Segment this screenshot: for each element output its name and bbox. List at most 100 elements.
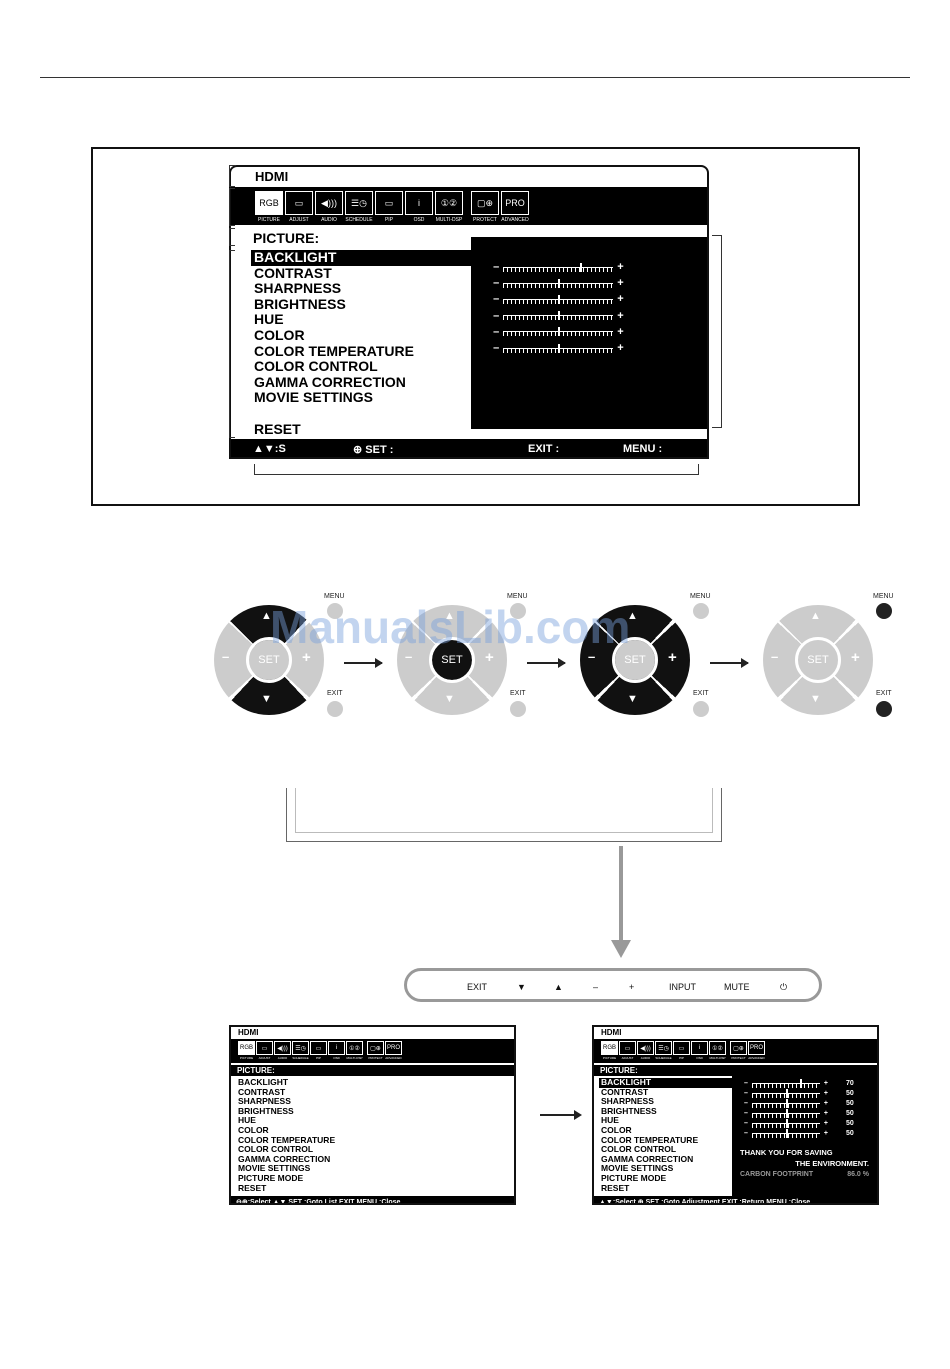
osd-item-brightness[interactable]: BRIGHTNESS	[254, 295, 346, 312]
osd-item-reset[interactable]: RESET	[254, 420, 301, 437]
osd-item-reset[interactable]: RESET	[238, 1182, 267, 1193]
osd-tab-protect[interactable]: ▢⊕PROTECT	[730, 1041, 747, 1060]
osd-tab-audio[interactable]: ◀)))AUDIO	[637, 1041, 654, 1060]
osd-item-color-temperature[interactable]: COLOR TEMPERATURE	[601, 1134, 699, 1145]
osd-item-hue[interactable]: HUE	[238, 1115, 256, 1126]
osd-item-gamma-correction[interactable]: GAMMA CORRECTION	[601, 1153, 694, 1164]
slider-knob[interactable]	[558, 278, 561, 288]
exit-button[interactable]	[327, 701, 343, 717]
osd-item-sharpness[interactable]: SHARPNESS	[254, 280, 342, 297]
osd-tab-pip[interactable]: ▭PIP	[673, 1041, 690, 1060]
bar-button-3[interactable]: –	[593, 982, 599, 992]
osd-tab-schedule[interactable]: ☰◷SCHEDULE	[655, 1041, 672, 1060]
osd-slider[interactable]: –+	[493, 310, 624, 322]
bar-button-2[interactable]: ▲	[554, 982, 563, 992]
osd-item-reset[interactable]: RESET	[601, 1182, 630, 1193]
osd-tab-audio[interactable]: ◀)))AUDIO	[274, 1041, 291, 1060]
set-button[interactable]: SET	[246, 637, 292, 683]
set-button[interactable]: SET	[795, 637, 841, 683]
menu-button[interactable]	[876, 603, 892, 619]
osd-tab-adjust[interactable]: ▭ADJUST	[285, 191, 313, 223]
slider-knob[interactable]	[785, 1129, 788, 1138]
bar-button-6[interactable]: MUTE	[724, 982, 750, 992]
osd-slider[interactable]: –+	[493, 342, 624, 354]
osd-item-brightness[interactable]: BRIGHTNESS	[238, 1105, 294, 1116]
osd-slider[interactable]: –+70	[744, 1079, 854, 1088]
osd-tab-adjust[interactable]: ▭ADJUST	[256, 1041, 273, 1060]
osd-slider[interactable]: –+	[493, 326, 624, 338]
osd-item-contrast[interactable]: CONTRAST	[601, 1086, 649, 1097]
osd-item-sharpness[interactable]: SHARPNESS	[601, 1096, 654, 1107]
slider-knob[interactable]	[785, 1119, 788, 1128]
bar-button-5[interactable]: INPUT	[669, 982, 696, 992]
osd-item-picture-mode[interactable]: PICTURE MODE	[601, 1172, 667, 1183]
osd-slider[interactable]: –+50	[744, 1119, 854, 1128]
osd-tab-schedule[interactable]: ☰◷SCHEDULE	[345, 191, 373, 223]
slider-knob[interactable]	[558, 311, 561, 321]
menu-button[interactable]	[510, 603, 526, 619]
exit-button[interactable]	[510, 701, 526, 717]
osd-item-backlight[interactable]: BACKLIGHT	[599, 1078, 732, 1088]
osd-item-color[interactable]: COLOR	[601, 1124, 632, 1135]
osd-item-hue[interactable]: HUE	[601, 1115, 619, 1126]
bar-button-0[interactable]: EXIT	[467, 982, 488, 992]
osd-slider[interactable]: –+50	[744, 1089, 854, 1098]
osd-item-color-temperature[interactable]: COLOR TEMPERATURE	[238, 1134, 336, 1145]
osd-item-contrast[interactable]: CONTRAST	[238, 1086, 286, 1097]
osd-item-spacer[interactable]	[251, 406, 471, 422]
osd-item-gamma-correction[interactable]: GAMMA CORRECTION	[238, 1153, 331, 1164]
osd-item-hue[interactable]: HUE	[254, 311, 284, 328]
bar-button-1[interactable]: ▼	[517, 982, 526, 992]
osd-tab-adjust[interactable]: ▭ADJUST	[619, 1041, 636, 1060]
slider-knob[interactable]	[785, 1099, 788, 1108]
bar-button-7[interactable]: ⏻	[780, 982, 788, 992]
slider-knob[interactable]	[580, 262, 583, 272]
osd-item-color-control[interactable]: COLOR CONTROL	[238, 1144, 314, 1155]
osd-item-backlight[interactable]: BACKLIGHT	[251, 250, 472, 266]
menu-button[interactable]	[693, 603, 709, 619]
osd-tab-schedule[interactable]: ☰◷SCHEDULE	[292, 1041, 309, 1060]
osd-tab-audio[interactable]: ◀)))AUDIO	[315, 191, 343, 223]
osd-item-movie-settings[interactable]: MOVIE SETTINGS	[238, 1163, 311, 1174]
menu-button[interactable]	[327, 603, 343, 619]
bar-button-4[interactable]: +	[629, 982, 635, 992]
osd-slider[interactable]: –+50	[744, 1099, 854, 1108]
set-button[interactable]: SET	[612, 637, 658, 683]
osd-slider[interactable]: –+50	[744, 1109, 854, 1118]
osd-item-gamma-correction[interactable]: GAMMA CORRECTION	[254, 373, 406, 390]
osd-item-color-temperature[interactable]: COLOR TEMPERATURE	[254, 342, 414, 359]
osd-item-sharpness[interactable]: SHARPNESS	[238, 1096, 291, 1107]
osd-item-movie-settings[interactable]: MOVIE SETTINGS	[254, 389, 374, 406]
osd-item-color[interactable]: COLOR	[238, 1124, 269, 1135]
osd-item-movie-settings[interactable]: MOVIE SETTINGS	[601, 1163, 674, 1174]
slider-knob[interactable]	[558, 343, 561, 353]
osd-slider[interactable]: –+	[493, 261, 624, 273]
slider-knob[interactable]	[558, 327, 561, 337]
osd-item-picture-mode[interactable]: PICTURE MODE	[238, 1172, 304, 1183]
osd-slider[interactable]: –+	[493, 277, 624, 289]
osd-item-color-control[interactable]: COLOR CONTROL	[601, 1144, 677, 1155]
slider-knob[interactable]	[785, 1109, 788, 1118]
osd-slider[interactable]: –+50	[744, 1129, 854, 1138]
osd-tab-pip[interactable]: ▭PIP	[375, 191, 403, 223]
exit-button[interactable]	[693, 701, 709, 717]
slider-knob[interactable]	[799, 1079, 802, 1088]
slider-knob[interactable]	[558, 294, 561, 304]
osd-item-color[interactable]: COLOR	[254, 326, 305, 343]
set-button[interactable]: SET	[429, 637, 475, 683]
osd-tab-protect[interactable]: ▢⊕PROTECT	[471, 191, 499, 223]
exit-button[interactable]	[876, 701, 892, 717]
osd-item-color-control[interactable]: COLOR CONTROL	[254, 358, 378, 375]
osd-tab-pip[interactable]: ▭PIP	[310, 1041, 327, 1060]
